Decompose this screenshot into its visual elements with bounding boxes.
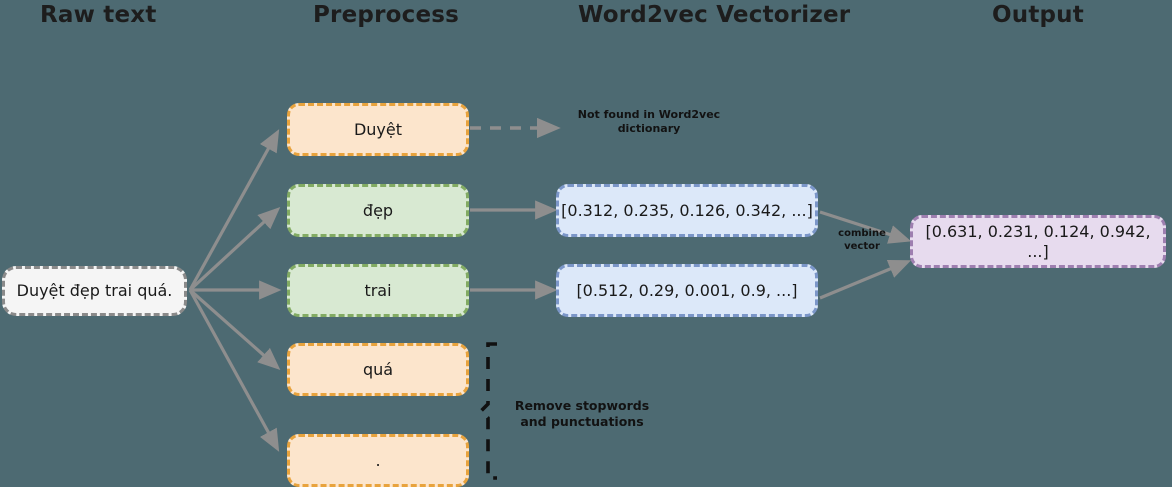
annotation-combine-line2: vector	[844, 240, 880, 252]
token-box-duyet: Duyệt	[287, 103, 469, 156]
annotation-combine-vector: combine vector	[826, 228, 898, 253]
arrow-raw-to-period	[188, 289, 280, 452]
column-title-word2vec: Word2vec Vectorizer	[578, 2, 851, 28]
token-box-dep: đẹp	[287, 184, 469, 237]
column-title-output: Output	[992, 2, 1084, 28]
annotation-remove-stopwords: Remove stopwords and punctuations	[508, 398, 656, 429]
annotation-not-found-line1: Not found in Word2vec	[577, 108, 721, 121]
token-box-trai: trai	[287, 264, 469, 317]
raw-text-box: Duyệt đẹp trai quá.	[2, 266, 187, 316]
vector-box-trai: [0.512, 0.29, 0.001, 0.9, ...]	[556, 264, 818, 317]
token-box-period: .	[287, 434, 469, 487]
column-title-raw-text: Raw text	[40, 2, 157, 28]
arrow-raw-to-dep	[188, 206, 281, 292]
arrow-raw-to-duyet	[188, 129, 280, 291]
annotation-remove-line2: and punctuations	[520, 413, 644, 429]
annotation-combine-line1: combine	[838, 228, 886, 239]
arrow-vector-trai-to-output	[819, 259, 912, 300]
remove-brace	[478, 342, 497, 480]
annotation-not-found-line2: dictionary	[617, 121, 681, 135]
output-vector-box: [0.631, 0.231, 0.124, 0.942, ...]	[910, 215, 1166, 268]
vector-box-dep: [0.312, 0.235, 0.126, 0.342, ...]	[556, 184, 818, 237]
arrow-raw-to-qua	[188, 288, 281, 370]
annotation-remove-line1: Remove stopwords	[514, 398, 650, 413]
annotation-not-found: Not found in Word2vec dictionary	[560, 108, 738, 136]
token-box-qua: quá	[287, 343, 469, 396]
column-title-preprocess: Preprocess	[313, 2, 460, 28]
